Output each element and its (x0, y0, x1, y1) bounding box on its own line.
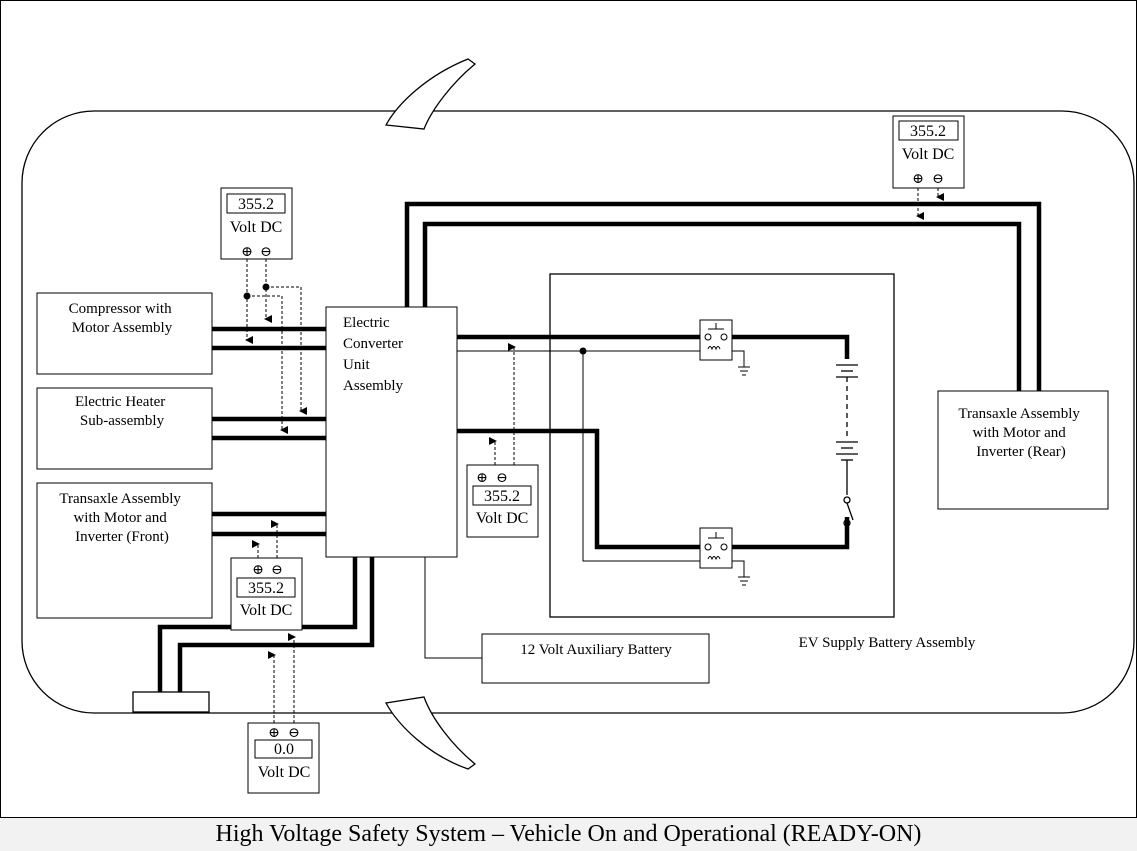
svg-text:⊕: ⊕ (268, 726, 280, 741)
junction-dot (579, 347, 587, 355)
caption-bar: High Voltage Safety System – Vehicle On … (0, 817, 1137, 851)
svg-text:Volt DC: Volt DC (240, 602, 293, 619)
side-mirror-top (384, 58, 477, 130)
svg-text:0.0: 0.0 (274, 741, 294, 758)
svg-text:⊖: ⊖ (260, 245, 272, 260)
meter-center: ⊕ ⊖ 355.2 Volt DC (466, 464, 539, 538)
svg-text:355.2: 355.2 (484, 488, 520, 505)
ev-battery-label: EV Supply Battery Assembly (799, 635, 976, 651)
meter-top-right: 355.2 Volt DC ⊕ ⊖ (892, 115, 965, 189)
aux-battery-box (481, 633, 710, 684)
svg-text:Volt DC: Volt DC (258, 764, 311, 781)
svg-text:355.2: 355.2 (238, 196, 274, 213)
vehicle-outline (21, 110, 1135, 714)
charge-inlet (132, 691, 210, 713)
meter-front-transaxle-leads (252, 520, 279, 558)
meter-top-left: 355.2 Volt DC ⊕ ⊖ (220, 187, 293, 260)
compressor-label: Compressor with Motor Assembly (69, 301, 176, 336)
diagram-caption: High Voltage Safety System – Vehicle On … (215, 821, 922, 847)
svg-text:⊖: ⊖ (932, 172, 944, 187)
svg-text:⊖: ⊖ (496, 471, 508, 486)
svg-text:⊖: ⊖ (288, 726, 300, 741)
aux-battery-label: 12 Volt Auxiliary Battery (520, 642, 672, 658)
svg-text:⊕: ⊕ (912, 172, 924, 187)
meter-center-leads (489, 343, 516, 465)
side-mirror-bottom (384, 696, 477, 770)
transaxle-front-box (36, 482, 213, 619)
transaxle-front-label: Transaxle Assembly with Motor and Invert… (59, 491, 184, 545)
svg-text:⊕: ⊕ (252, 563, 264, 578)
ev-battery-box (549, 273, 895, 618)
relay-top (699, 319, 733, 361)
svg-text:Volt DC: Volt DC (476, 510, 529, 527)
thin-wiring (424, 350, 750, 659)
meter-front-transaxle: ⊕ ⊖ 355.2 Volt DC (230, 557, 303, 631)
svg-text:Volt DC: Volt DC (230, 219, 283, 236)
transaxle-rear-label: Transaxle Assembly with Motor and Invert… (958, 406, 1083, 460)
svg-text:Volt DC: Volt DC (902, 146, 955, 163)
relay-bottom (699, 527, 733, 569)
svg-text:⊕: ⊕ (241, 245, 253, 260)
meter-top-right-leads (916, 188, 944, 220)
battery-cells (836, 364, 858, 527)
svg-text:355.2: 355.2 (248, 580, 284, 597)
heater-box (36, 387, 213, 470)
svg-text:⊖: ⊖ (271, 563, 283, 578)
meter-bottom: ⊕ ⊖ 0.0 Volt DC (247, 722, 320, 794)
meter-bottom-leads (268, 633, 296, 723)
converter-label: Electric Converter Unit Assembly (343, 315, 407, 394)
svg-text:⊕: ⊕ (476, 471, 488, 486)
meter-top-left-leads (245, 259, 307, 434)
compressor-box (36, 292, 213, 375)
svg-text:355.2: 355.2 (910, 123, 946, 140)
heater-label: Electric Heater Sub-assembly (75, 394, 169, 429)
transaxle-rear-box (937, 390, 1109, 510)
